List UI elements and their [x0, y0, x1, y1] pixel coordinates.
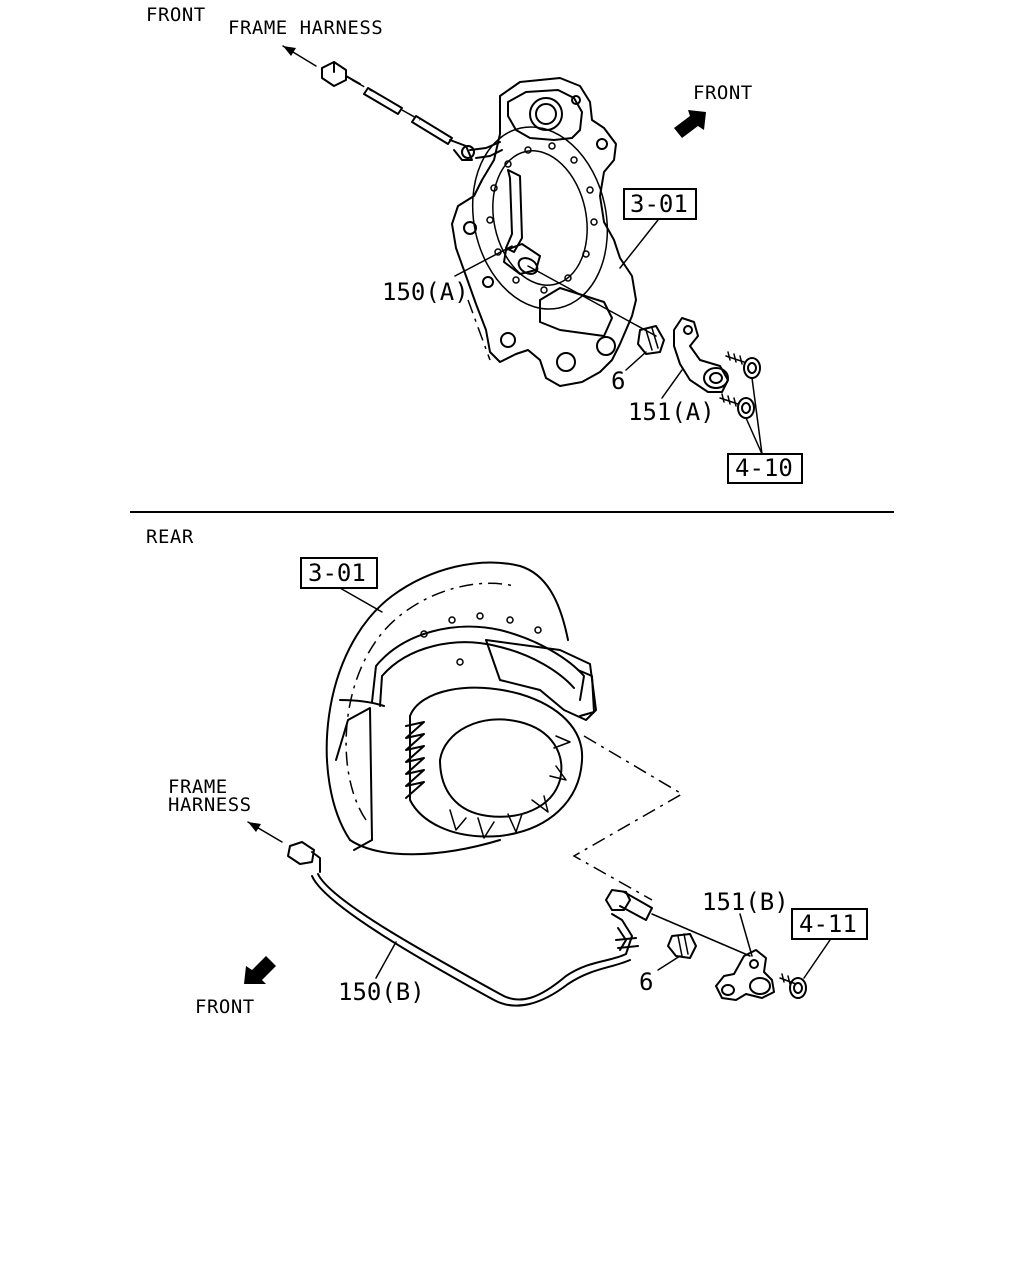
front-sensor-wire [363, 87, 503, 161]
rear-bracket-label: 151(B) [702, 888, 789, 916]
front-sensor-bushing [637, 325, 665, 355]
rear-frame-harness-label-line1: FRAME [168, 776, 228, 798]
front-brake-backing-plate [451, 77, 637, 387]
front-bolt-ref: 4-10 [735, 454, 793, 482]
front-bushing-label: 6 [611, 367, 625, 395]
rear-mount-leader [572, 735, 684, 901]
rear-bolt-ref-box [791, 908, 868, 940]
front-harness-connector [321, 61, 373, 92]
rear-frame-harness-label-line2: HARNESS [168, 794, 252, 816]
rear-direction-arrow [244, 956, 276, 984]
rear-brake-assy-ref-box [300, 557, 378, 589]
rear-direction-label: FRONT [195, 996, 255, 1018]
front-wheel-speed-sensor [503, 169, 657, 337]
rear-sensor-bracket [715, 949, 775, 1001]
front-frame-harness-label: FRAME HARNESS [228, 17, 383, 39]
rear-sensor-label: 150(B) [338, 978, 425, 1006]
front-bolt-ref-box [727, 453, 803, 484]
front-bracket-bolt-lower [719, 393, 755, 419]
rear-section-title: REAR [146, 526, 194, 548]
rear-bolt-ref: 4-11 [799, 910, 857, 938]
front-section: FRONT FRAME HARNESS [146, 4, 803, 484]
front-section-title: FRONT [146, 4, 206, 26]
front-sensor-label: 150(A) [382, 278, 469, 306]
front-brake-assy-ref-box [623, 188, 697, 220]
rear-bushing-label: 6 [639, 968, 653, 996]
rear-bracket-bolt [779, 973, 807, 999]
rear-sensor-bushing [667, 933, 697, 959]
rear-section: REAR 3-01 [146, 526, 868, 1018]
rear-harness-arrow [247, 821, 283, 843]
rear-brake-drum [325, 561, 597, 856]
front-brake-assy-ref: 3-01 [630, 190, 688, 218]
rear-brake-assy-ref: 3-01 [308, 559, 366, 587]
rear-wheel-speed-sensor [287, 841, 751, 1007]
front-sensor-bracket [673, 317, 729, 393]
front-bracket-bolt-upper [725, 351, 761, 379]
front-direction-arrow [674, 110, 706, 138]
front-harness-arrow [282, 45, 317, 67]
front-bracket-label: 151(A) [628, 398, 715, 426]
front-direction-label: FRONT [693, 82, 753, 104]
